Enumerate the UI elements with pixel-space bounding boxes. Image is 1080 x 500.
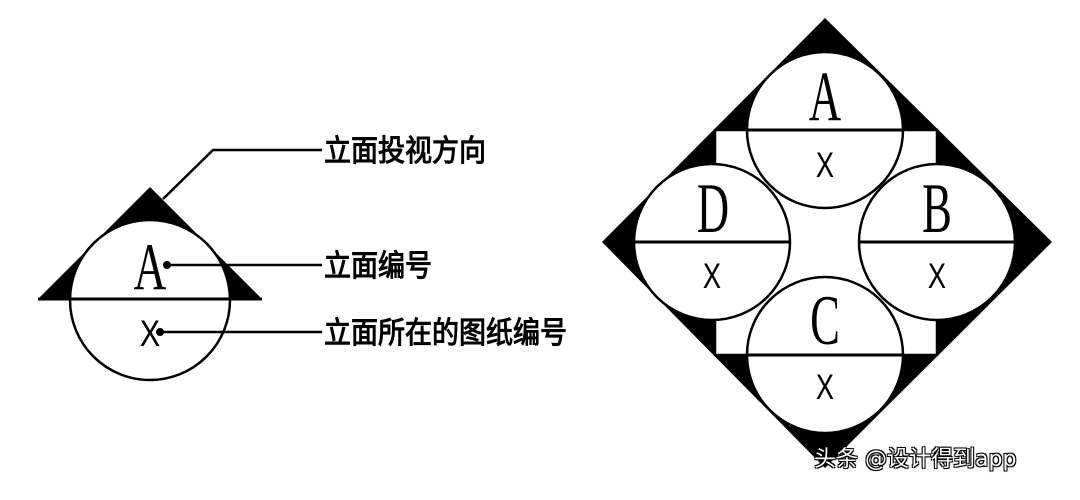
number-d: X bbox=[703, 257, 721, 296]
letter-d: D bbox=[697, 168, 729, 247]
letter-a: A bbox=[809, 56, 841, 135]
number-c: X bbox=[816, 368, 834, 407]
number-a: X bbox=[816, 146, 834, 185]
letter-c: C bbox=[810, 280, 840, 359]
callout-direction-label: 立面投视方向 bbox=[324, 134, 486, 169]
elevation-letter: A bbox=[134, 230, 167, 304]
watermark: 头条 @设计得到app bbox=[814, 447, 1017, 472]
single-elevation-symbol: A X bbox=[38, 148, 322, 382]
callout-sheet-label: 立面所在的图纸编号 bbox=[324, 316, 567, 351]
drawing-number: X bbox=[140, 313, 161, 355]
number-b: X bbox=[928, 257, 946, 296]
callout-number-label: 立面编号 bbox=[324, 249, 432, 284]
letter-b: B bbox=[922, 168, 952, 247]
four-way-elevation-symbol: A B C D X X X X bbox=[602, 18, 1052, 468]
leader-line-direction bbox=[162, 148, 322, 200]
